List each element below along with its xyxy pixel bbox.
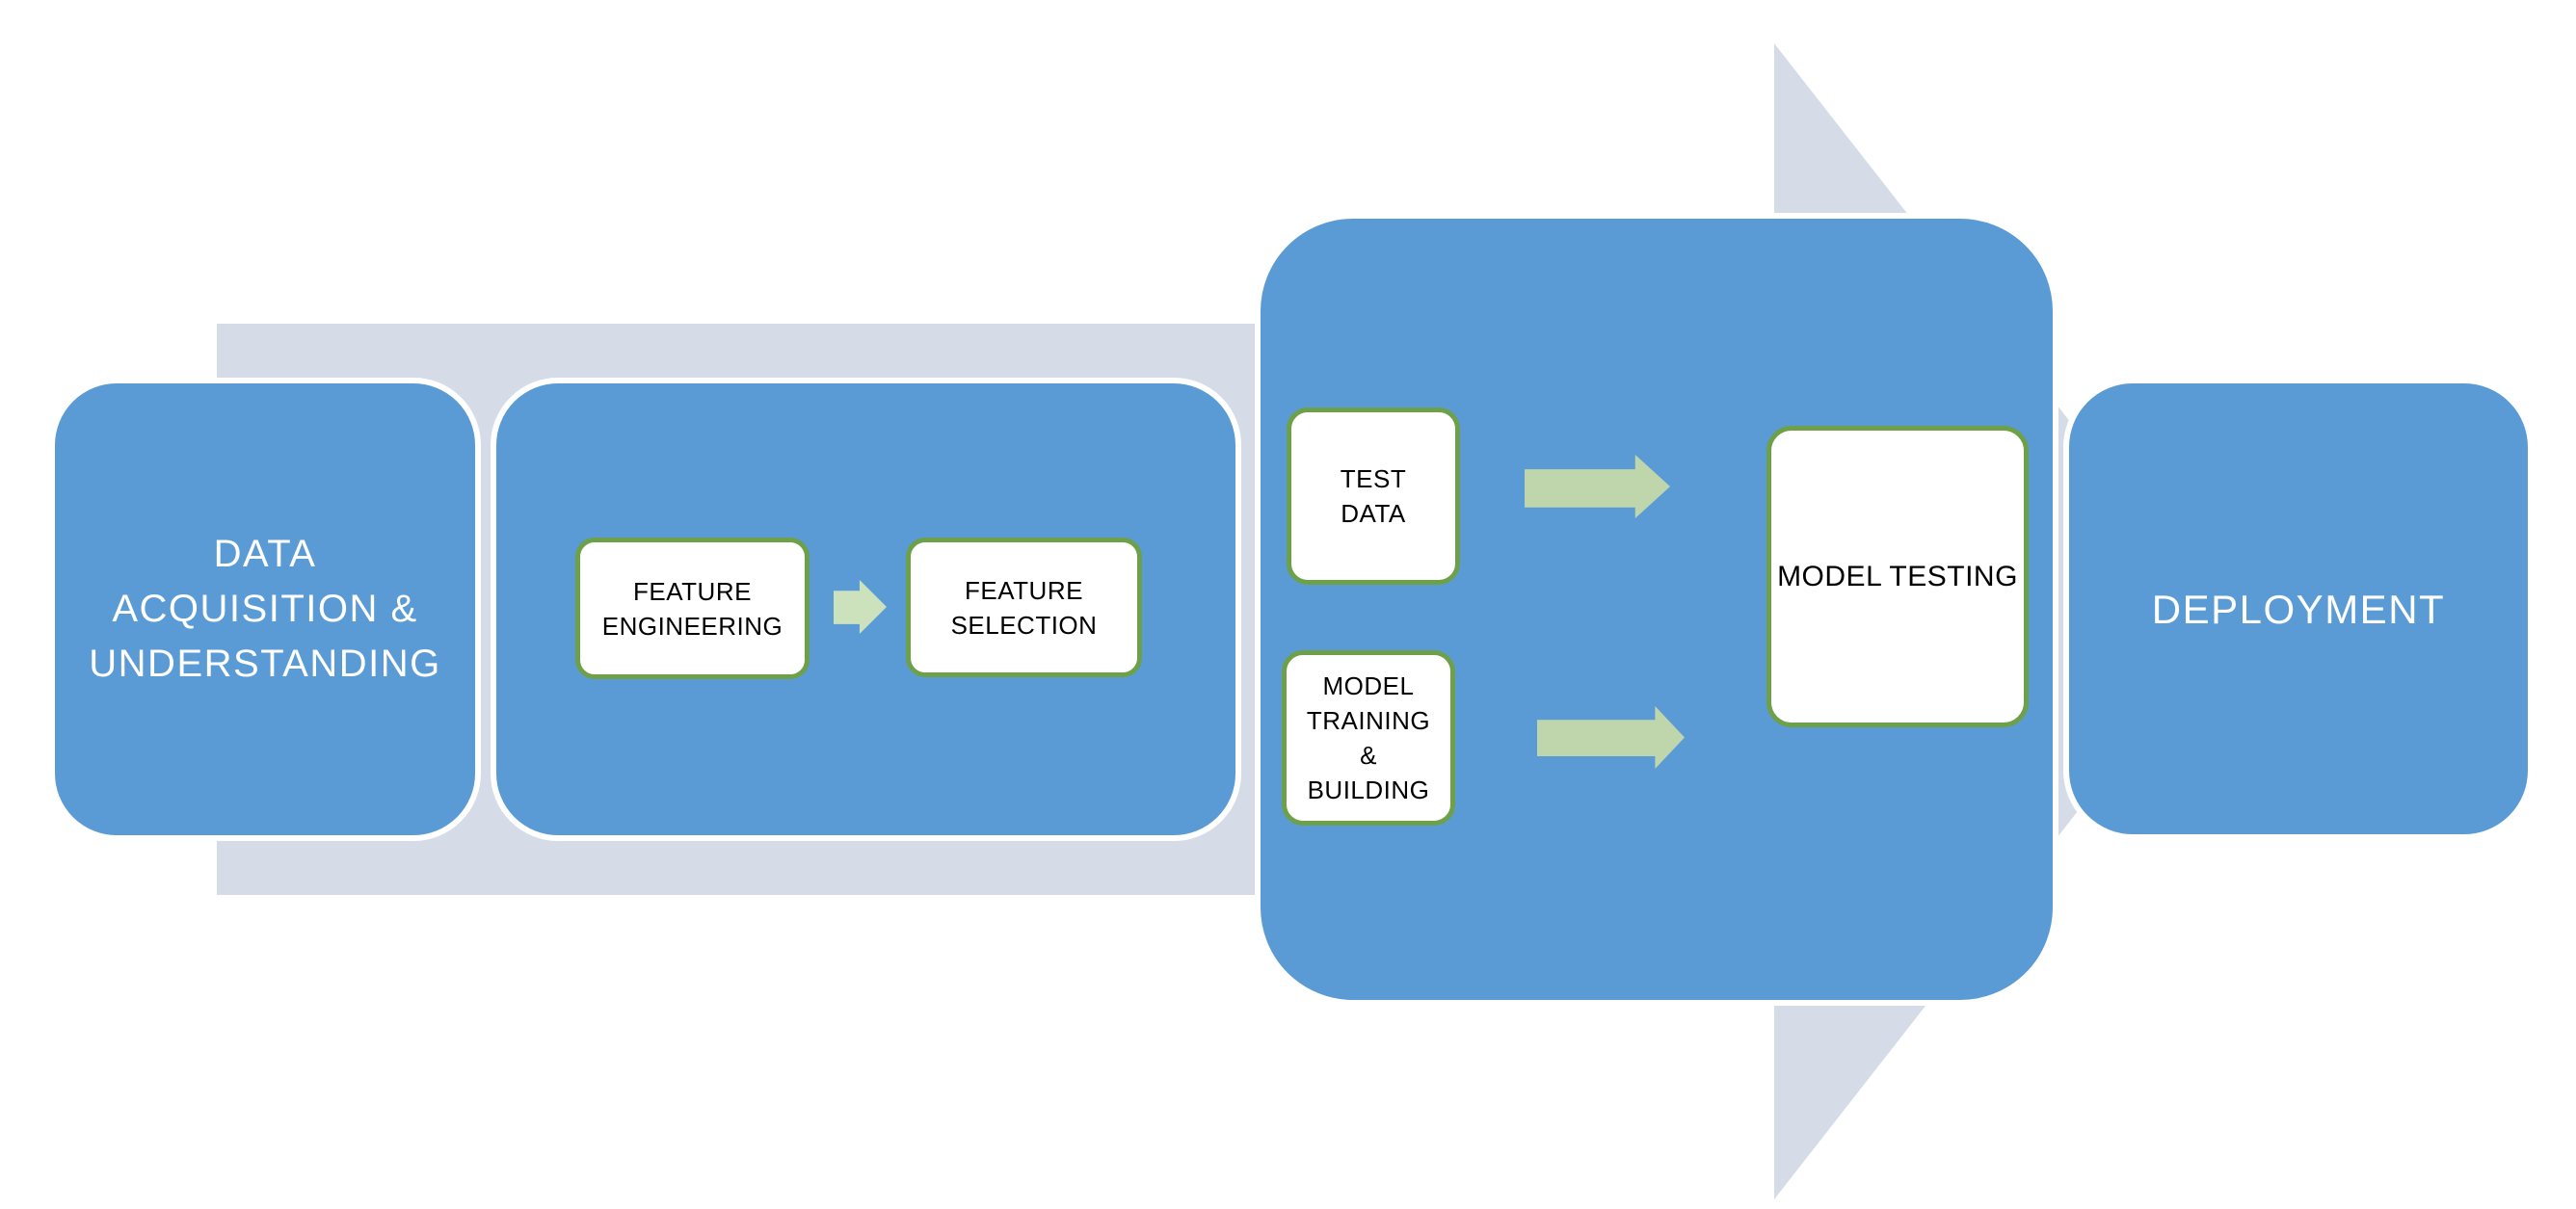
- task-label-line: FEATURE: [965, 575, 1083, 605]
- stage-feature-processing: FEATURE ENGINEERING FEATURE SELECTION: [491, 378, 1241, 841]
- task-test-data: TEST DATA: [1287, 407, 1460, 585]
- task-label: FEATURE ENGINEERING: [602, 574, 783, 644]
- task-label-line: MODEL TESTING: [1777, 560, 2018, 592]
- task-label-line: FEATURE: [633, 576, 752, 606]
- task-label-line: ENGINEERING: [601, 611, 783, 641]
- stage-data-acquisition-understanding: DATA ACQUISITION & UNDERSTANDING: [49, 378, 481, 841]
- stage-label: DATA ACQUISITION & UNDERSTANDING: [89, 527, 440, 692]
- task-label: FEATURE SELECTION: [951, 573, 1098, 643]
- task-model-testing: MODEL TESTING: [1766, 426, 2029, 727]
- feature-connector-right-arrow-icon: [834, 580, 887, 634]
- task-label: MODEL TESTING: [1777, 560, 2018, 594]
- test-data-connector-right-arrow-icon: [1525, 455, 1670, 518]
- task-label-line: TRAINING: [1306, 706, 1431, 735]
- stage-label-line: ACQUISITION &: [112, 588, 418, 630]
- stage-label-line: DATA: [213, 533, 317, 575]
- stage-deployment: DEPLOYMENT: [2063, 378, 2534, 840]
- task-label-line: SELECTION: [950, 610, 1098, 640]
- task-label: MODEL TRAINING & BUILDING: [1307, 669, 1430, 807]
- task-feature-selection: FEATURE SELECTION: [906, 538, 1142, 677]
- task-label: TEST DATA: [1341, 461, 1406, 531]
- task-label-line: BUILDING: [1307, 775, 1430, 804]
- stage-label-line: DEPLOYMENT: [2151, 586, 2446, 632]
- task-label-line: DATA: [1341, 499, 1406, 528]
- task-model-training-building: MODEL TRAINING & BUILDING: [1282, 650, 1455, 826]
- task-label-line: MODEL: [1322, 671, 1415, 700]
- task-feature-engineering: FEATURE ENGINEERING: [575, 538, 810, 679]
- model-training-connector-right-arrow-icon: [1537, 706, 1685, 769]
- stage-label-line: UNDERSTANDING: [89, 643, 441, 685]
- task-label-line: &: [1360, 741, 1377, 770]
- task-label-line: TEST: [1340, 464, 1407, 493]
- stage-label: DEPLOYMENT: [2152, 582, 2445, 637]
- stage-modeling: TEST DATA MODEL TRAINING & BUILDING MODE…: [1255, 213, 2058, 1006]
